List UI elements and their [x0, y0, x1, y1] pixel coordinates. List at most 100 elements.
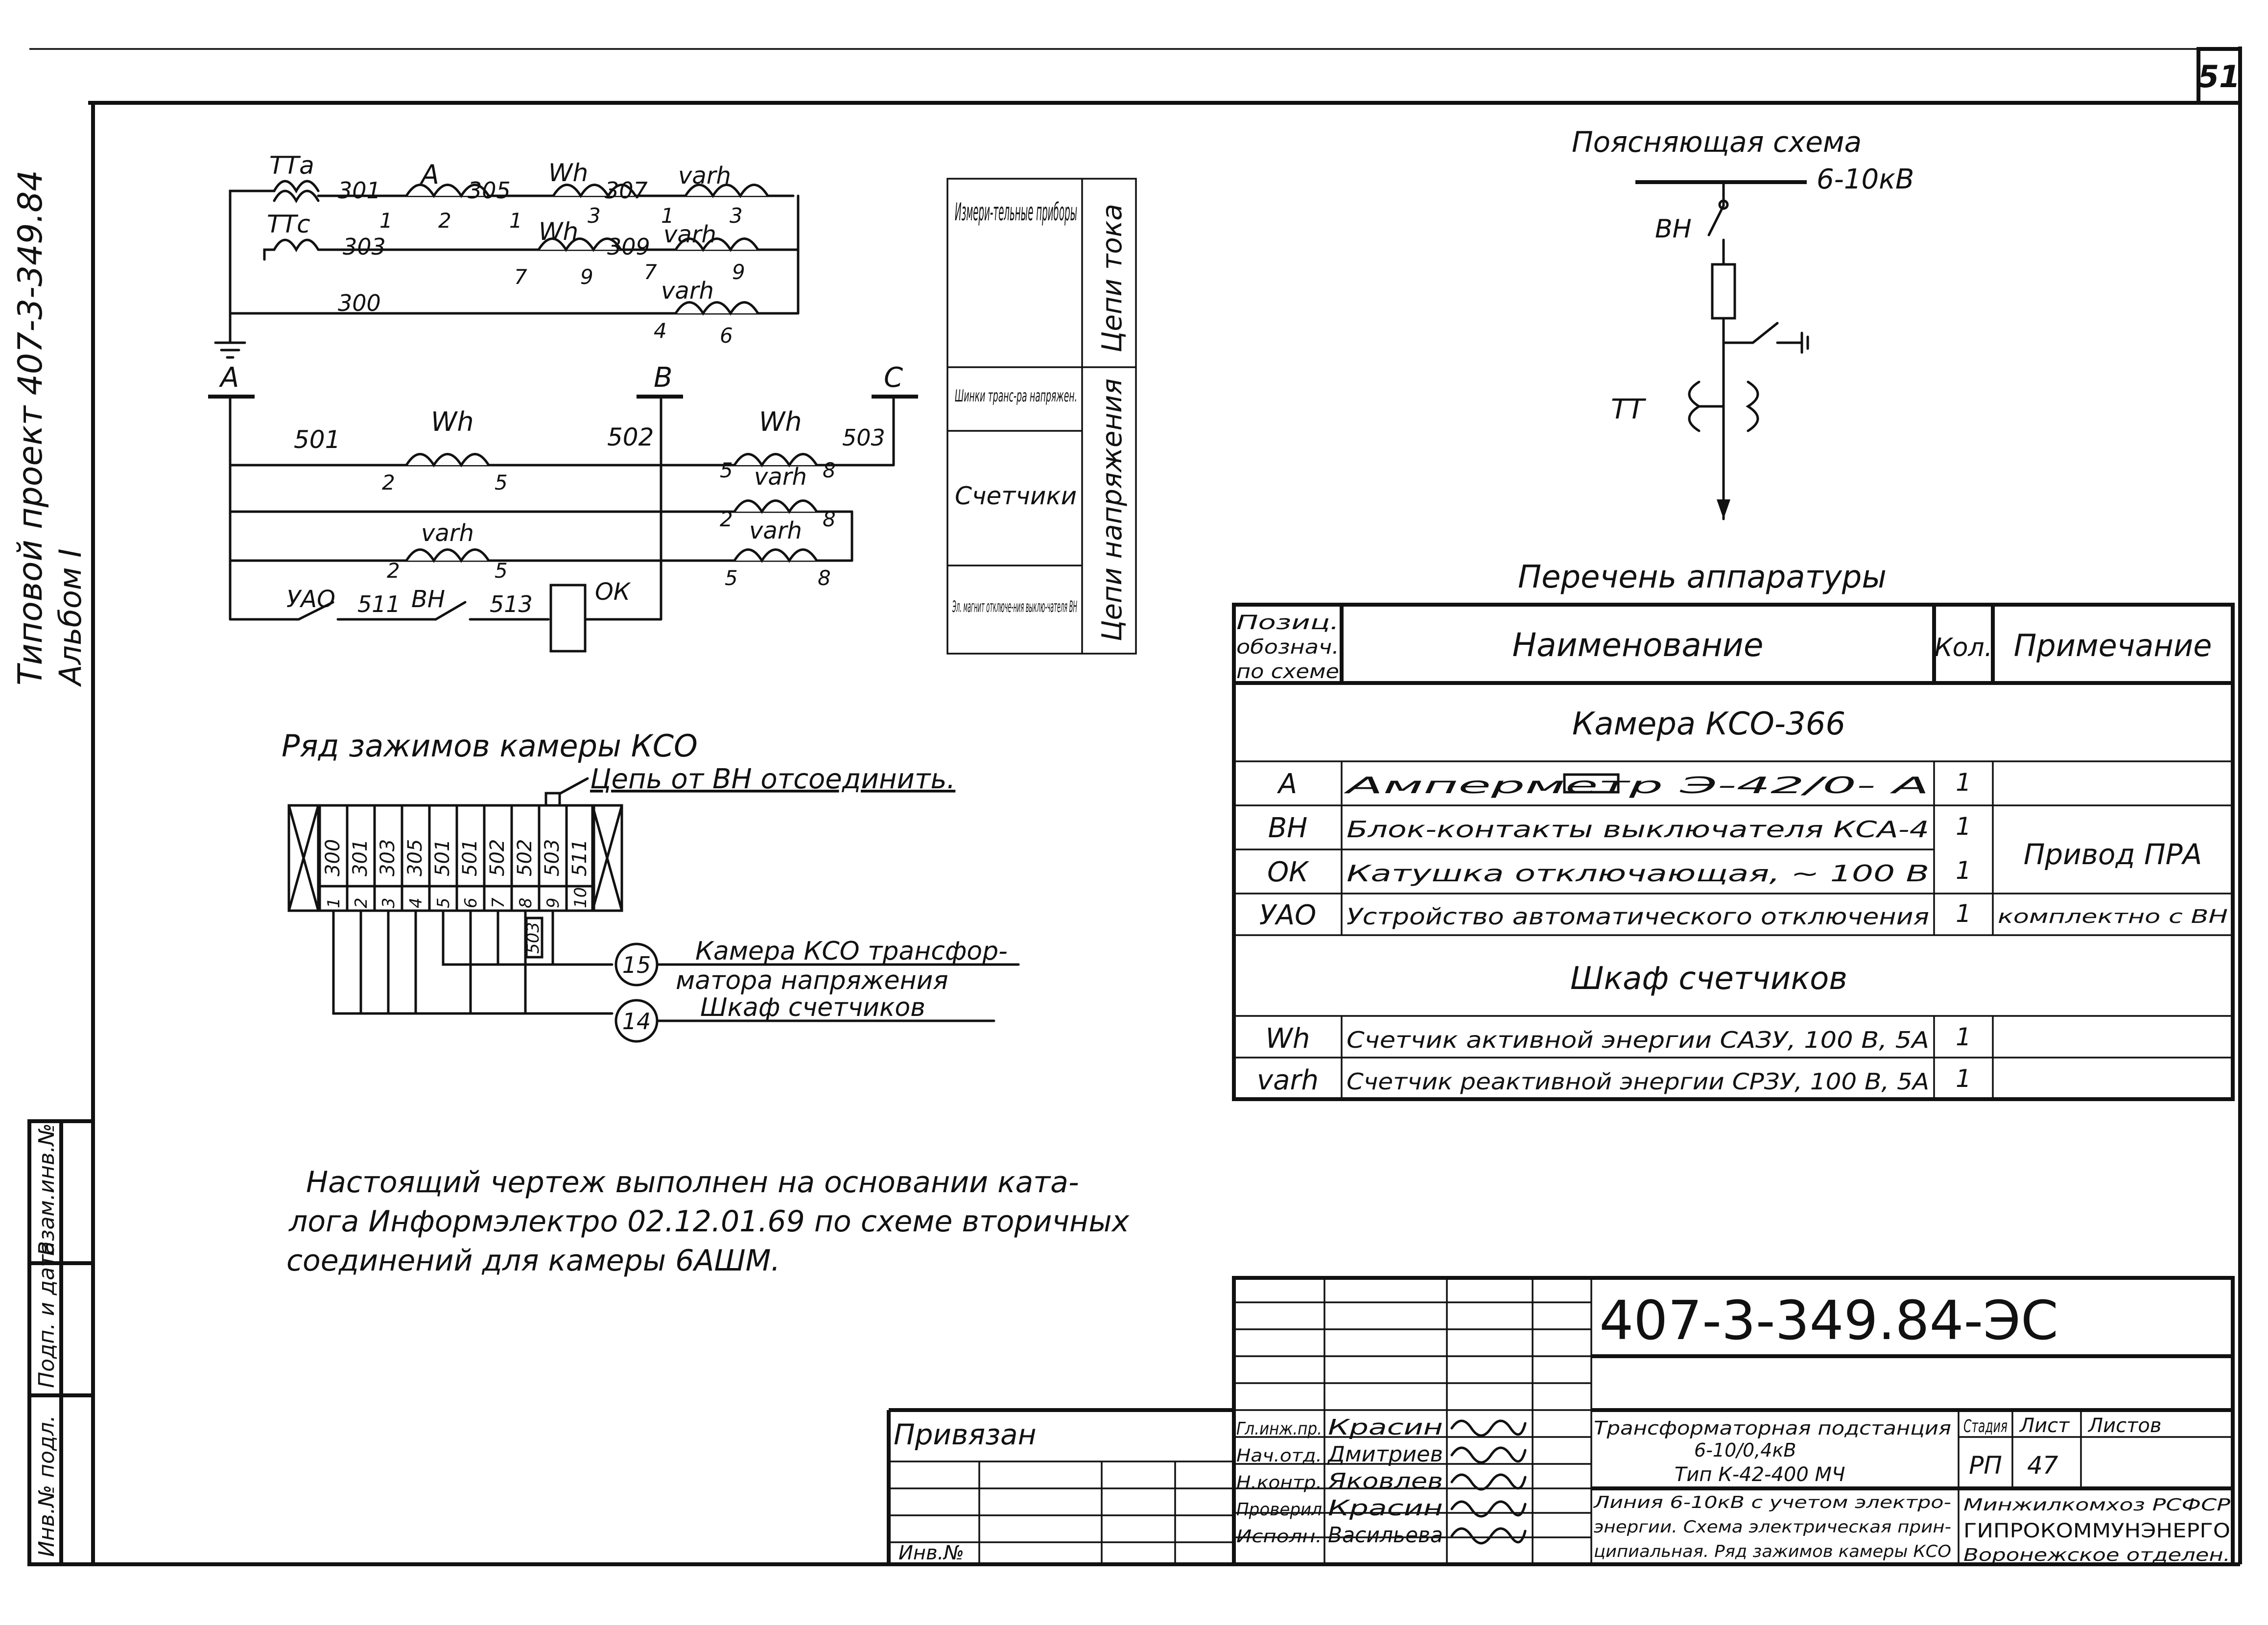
wire-303: 303 — [343, 234, 386, 260]
inv-no-label: Инв.№ — [898, 1542, 964, 1564]
section-ksso: Камера КСО-366 — [1572, 706, 1845, 742]
terminal-cell — [565, 804, 595, 912]
wire-511: 511 — [357, 591, 401, 617]
voltage-circuits-label: Цепи напряжения — [1096, 378, 1128, 641]
note-line-1: Настоящий чертеж выполнен на основании к… — [306, 1165, 1079, 1200]
wire-502: 502 — [607, 423, 654, 451]
document-code: 407-3-349.84-ЭС — [1599, 1289, 2058, 1352]
org-line-3: Воронежское отделен. — [1963, 1545, 2230, 1565]
term-3b: 3 — [588, 204, 601, 228]
org-line-1: Минжилкомхоз РСФСР — [1963, 1495, 2231, 1515]
person-name: Яковлев — [1327, 1469, 1443, 1494]
varh-label-1: varh — [678, 162, 731, 189]
inv-podl-label: Инв.№ подл. — [34, 1415, 59, 1557]
project-title: Типовой проект 407-3-349.84 — [11, 170, 50, 685]
phase-b-label: B — [654, 362, 672, 394]
terminal-number: 4 — [406, 897, 426, 908]
explanatory-scheme — [1635, 180, 1809, 520]
ct-label-c: ТТс — [267, 210, 310, 238]
terminal-number: 3 — [379, 897, 399, 908]
ammeter-label: A — [420, 159, 439, 190]
header-note: Примечание — [2014, 628, 2212, 663]
terminal-row-note: Цепь от ВН отсоединить. — [590, 763, 955, 795]
connection-15-text1: Камера КСО трансфор- — [695, 937, 1008, 966]
equipment-name: Блок-контакты выключателя КСА-4 — [1347, 816, 1929, 843]
equipment-name: Счетчик реактивной энергии СРЗУ, 100 В, … — [1347, 1068, 1929, 1095]
signature-scribble — [1450, 1527, 1527, 1545]
person-name: Красин — [1328, 1415, 1443, 1440]
equipment-pos: varh — [1257, 1064, 1319, 1096]
person-name: Васильева — [1328, 1523, 1443, 1548]
equipment-qty: 1 — [1956, 1023, 1971, 1051]
terminal-number: 10 — [571, 887, 591, 908]
equipment-name: Счетчик активной энергии САЗУ, 100 В, 5А — [1347, 1027, 1929, 1053]
term-2a: 2 — [438, 209, 451, 233]
stage-value: РП — [1969, 1451, 2002, 1480]
phase-a-label: A — [219, 362, 239, 394]
wire-301: 301 — [338, 177, 381, 204]
terminal-number: 2 — [352, 897, 371, 908]
equipment-name: Устройство автоматического отключения — [1347, 903, 1929, 930]
equipment-qty: 1 — [1956, 856, 1971, 885]
equipment-pos: ОК — [1267, 856, 1309, 888]
equipment-pos: ВН — [1268, 812, 1308, 844]
terminal-number: 1 — [324, 897, 344, 908]
header-name: Наименование — [1512, 626, 1764, 664]
current-circuit — [214, 180, 800, 359]
ct-label-a: ТТа — [269, 151, 314, 180]
header-qty: Кол. — [1935, 633, 1993, 662]
varh-v-label-3: varh — [421, 519, 474, 547]
stage-header: Стадия — [1963, 1416, 2008, 1437]
terminal-top-label: 511 — [568, 839, 591, 876]
person-name: Красин — [1328, 1496, 1443, 1521]
drawing-title-2: энергии. Схема электрическая прин- — [1594, 1517, 1951, 1537]
uao-note: комплектно с ВН — [1998, 906, 2228, 927]
title-block-grid — [887, 1276, 2235, 1566]
wire-503: 503 — [842, 424, 885, 451]
person-name: Дмитриев — [1327, 1442, 1443, 1467]
connection-14-text1: Шкаф счетчиков — [700, 993, 925, 1022]
connection-15-num: 15 — [622, 952, 651, 978]
equipment-qty: 1 — [1956, 768, 1971, 797]
wire-513: 513 — [490, 591, 533, 617]
header-pos-3: по схеме — [1236, 660, 1339, 683]
section-meter-cabinet: Шкаф счетчиков — [1570, 961, 1847, 997]
vterm-5e: 5 — [725, 566, 738, 590]
wire-501: 501 — [294, 425, 340, 454]
signature-scribble — [1450, 1446, 1527, 1464]
wh-v-label-2: Wh — [759, 406, 802, 437]
extra-503-label: 503 — [523, 922, 543, 954]
sheet-value: 47 — [2027, 1451, 2058, 1480]
connection-14-num: 14 — [622, 1008, 651, 1035]
varh-v-label-1: varh — [754, 463, 807, 491]
vterm-5d: 5 — [495, 559, 508, 583]
object-title-1: Трансформаторная подстанция — [1594, 1417, 1951, 1439]
terminal-top-label: 300 — [322, 839, 344, 876]
equipment-pos: Wh — [1266, 1023, 1310, 1055]
note-line-2: лога Информэлектро 02.12.01.69 по схеме … — [288, 1204, 1130, 1239]
voltage-circuit — [208, 395, 918, 653]
terminal-number: 9 — [543, 897, 563, 908]
term-7a: 7 — [514, 265, 527, 289]
scheme-title: Поясняющая схема — [1572, 125, 1862, 159]
role-label: Н.контр. — [1236, 1473, 1322, 1493]
equipment-list-title: Перечень аппаратуры — [1518, 559, 1887, 595]
privyazan-label: Привязан — [894, 1418, 1037, 1451]
term-9a: 9 — [580, 265, 593, 289]
vterm-5b: 5 — [720, 458, 733, 482]
album-label: Альбом I — [52, 548, 88, 687]
terminal-number: 7 — [489, 897, 508, 908]
signature-scribble — [1450, 1500, 1527, 1518]
equipment-pos: А — [1277, 768, 1297, 800]
left-margin: Типовой проект 407-3-349.84 Альбом I Инв… — [11, 170, 95, 1566]
current-circuits-label: Цепи тока — [1096, 204, 1128, 353]
connection-15-text2: матора напряжения — [676, 966, 948, 995]
terminal-top-label: 502 — [514, 839, 536, 876]
term-1c: 1 — [661, 204, 674, 228]
term-1a: 1 — [379, 209, 393, 233]
header-pos-2: обознач. — [1236, 636, 1339, 659]
equipment-qty: 1 — [1956, 812, 1971, 841]
